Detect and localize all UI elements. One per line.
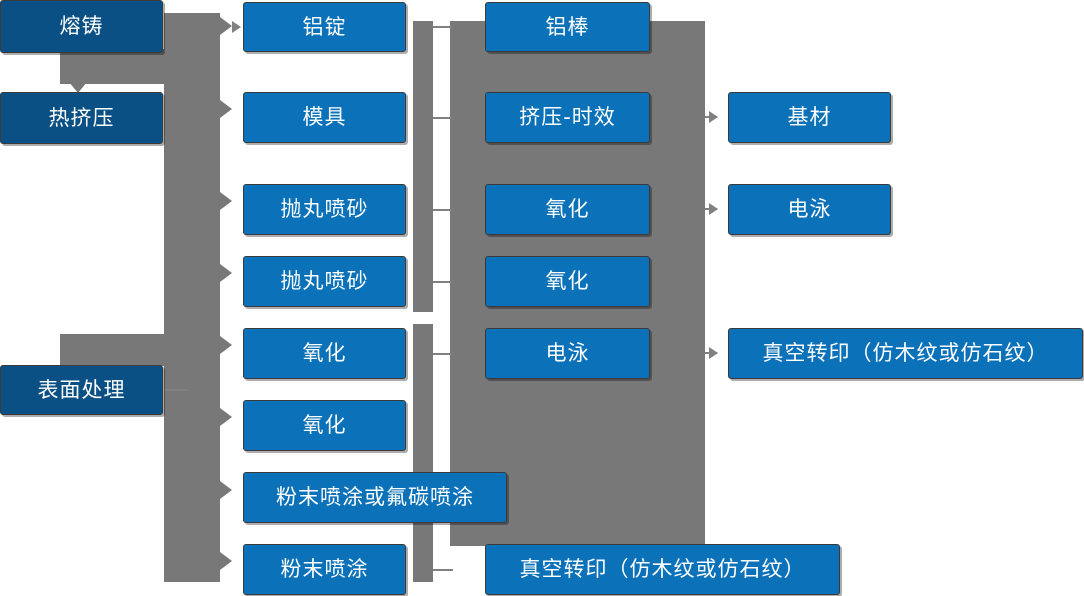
process-label-oxidation-4: 氧化 <box>545 269 590 293</box>
link-mid-to-panel-6 <box>433 569 453 571</box>
process-label-vacuum-transfer-mid: 真空转印（仿木纹或仿石纹） <box>519 557 806 581</box>
process-label-oxidation-3: 氧化 <box>545 197 590 221</box>
link-mid-to-panel-4 <box>433 281 453 283</box>
process-box-oxidation-1[interactable]: 氧化 <box>243 328 406 379</box>
output-label-vacuum-transfer: 真空转印（仿木纹或仿石纹） <box>762 341 1049 365</box>
process-label-electrophoresis-mid: 电泳 <box>545 341 590 365</box>
connector-bar-mid-b <box>413 324 433 582</box>
arrow-trunk-to-powder <box>220 552 232 570</box>
connector-arrow-down-melting <box>69 82 87 93</box>
output-box-electrophoresis[interactable]: 电泳 <box>728 184 891 235</box>
arrow-head-vacuum <box>709 347 718 359</box>
output-label-substrate: 基材 <box>787 105 832 129</box>
arrow-trunk-to-powder-fluoro <box>220 481 232 499</box>
arrow-head-electro <box>709 203 718 215</box>
process-label-ingot: 铝锭 <box>302 14 347 39</box>
process-box-shotblast-1[interactable]: 抛丸喷砂 <box>243 184 406 235</box>
arrow-trunk-to-ingot <box>220 17 232 35</box>
process-label-mold: 模具 <box>302 105 347 129</box>
stage-box-surface[interactable]: 表面处理 <box>0 365 163 415</box>
stage-box-melting[interactable]: 熔铸 <box>0 0 163 53</box>
output-label-electrophoresis: 电泳 <box>787 197 832 221</box>
process-box-vacuum-transfer-mid[interactable]: 真空转印（仿木纹或仿石纹） <box>485 544 840 595</box>
process-box-oxidation-3[interactable]: 氧化 <box>485 184 650 235</box>
arrow-trunk-to-oxidation-1 <box>220 336 232 354</box>
output-box-vacuum-transfer[interactable]: 真空转印（仿木纹或仿石纹） <box>728 328 1083 379</box>
stage-label-extrusion: 热挤压 <box>48 105 115 130</box>
output-box-substrate[interactable]: 基材 <box>728 92 891 143</box>
link-mid-to-panel-5 <box>433 353 453 355</box>
stage-box-extrusion[interactable]: 热挤压 <box>0 92 163 144</box>
link-mid-to-panel-1 <box>433 26 453 28</box>
stage-label-surface: 表面处理 <box>37 377 126 402</box>
process-label-powder: 粉末喷涂 <box>280 557 369 581</box>
process-box-mold[interactable]: 模具 <box>243 92 406 143</box>
arrow-trunk-to-shotblast-1 <box>220 192 232 210</box>
process-label-powder-fluorocarbon: 粉末喷涂或氟碳喷涂 <box>276 485 474 509</box>
link-mid-to-panel-2 <box>433 117 453 119</box>
process-label-shotblast-2: 抛丸喷砂 <box>280 269 369 293</box>
process-box-powder-fluorocarbon[interactable]: 粉末喷涂或氟碳喷涂 <box>243 472 507 523</box>
stage-label-melting: 熔铸 <box>59 14 104 38</box>
process-box-aluminum-bar[interactable]: 铝棒 <box>485 2 650 52</box>
process-label-oxidation-2: 氧化 <box>302 413 347 437</box>
process-label-aluminum-bar: 铝棒 <box>545 14 590 39</box>
process-label-extrusion-aging: 挤压-时效 <box>519 105 616 129</box>
process-box-oxidation-4[interactable]: 氧化 <box>485 256 650 307</box>
process-box-electrophoresis-mid[interactable]: 电泳 <box>485 328 650 379</box>
process-label-oxidation-1: 氧化 <box>302 341 347 365</box>
connector-stub-melting <box>60 49 170 84</box>
connector-stub-surface <box>60 334 170 366</box>
connector-line-surface <box>164 389 188 391</box>
link-mid-to-panel-3 <box>433 209 453 211</box>
arrow-trunk-to-shotblast-2 <box>220 264 232 282</box>
process-label-shotblast-1: 抛丸喷砂 <box>280 197 369 221</box>
arrow-trunk-to-oxidation-2 <box>220 408 232 426</box>
arrow-head-substrate <box>709 111 718 123</box>
process-box-ingot[interactable]: 铝锭 <box>243 2 406 52</box>
connector-trunk-left <box>164 13 220 582</box>
marker-col2-ingot <box>232 21 241 33</box>
process-box-powder[interactable]: 粉末喷涂 <box>243 544 406 595</box>
process-box-shotblast-2[interactable]: 抛丸喷砂 <box>243 256 406 307</box>
connector-bar-mid-a <box>413 21 433 312</box>
process-box-extrusion-aging[interactable]: 挤压-时效 <box>485 92 650 143</box>
process-box-oxidation-2[interactable]: 氧化 <box>243 400 406 451</box>
arrow-trunk-to-mold <box>220 100 232 118</box>
